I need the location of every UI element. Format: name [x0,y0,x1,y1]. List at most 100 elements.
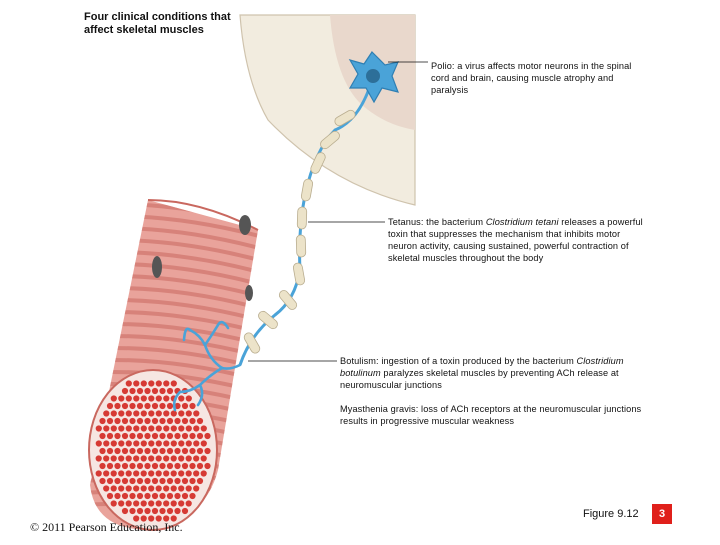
fiber-dot [121,417,129,425]
fiber-dot [106,417,114,425]
tetanus-text: Tetanus: the bacterium [388,217,486,227]
fiber-dot [133,455,140,462]
fiber-dot [181,492,189,500]
fiber-dot [136,387,144,395]
spinal-cord [239,14,416,206]
fiber-dot [148,410,155,417]
fiber-dot [170,470,177,477]
fiber-dot [163,380,170,387]
fiber-dot [140,425,147,432]
diagram-title: Four clinical conditions that affect ske… [84,11,231,36]
fiber-dot [148,440,155,447]
fiber-dot [159,507,166,515]
fiber-dot [181,507,189,515]
callout-botulism: Botulism: ingestion of a toxin produced … [340,355,660,391]
fiber-dot [133,485,140,492]
callout-leaders [248,61,428,362]
fiber-dot [174,492,181,500]
fiber-dot [144,447,151,455]
fiber-dot [99,417,106,425]
fiber-dot [125,500,132,507]
fiber-dot [148,395,155,402]
fiber-dot [174,402,181,410]
fiber-dot [95,455,102,462]
fiber-dot [193,485,200,492]
fiber-dot [133,380,140,387]
fiber-dot [163,455,170,462]
fiber-dot [129,507,136,515]
fiber-dot [178,425,185,432]
fiber-dot [189,462,196,470]
myelin-segment [310,152,326,174]
fiber-dot [166,447,174,455]
fiber-dot [151,507,159,515]
fiber-dot [110,395,117,402]
fiber-dot [118,410,125,417]
fiber-dot [151,402,159,410]
fiber-dot [174,462,181,470]
fiber-dot [200,455,207,462]
fiber-dot [118,425,125,432]
myelin-segment [258,310,278,330]
fiber-dot [99,462,106,470]
fiber-dot [121,492,129,500]
muscle-nucleus [239,215,251,235]
fiber-dot [118,395,125,402]
fiber-dot [159,447,166,455]
fiber-dot [144,402,151,410]
fiber-dot [103,485,110,492]
myelin-segment [296,206,308,230]
fiber-dot [193,455,200,462]
fiber-dot [151,432,159,440]
fiber-dot [106,447,114,455]
fiber-dot [155,485,162,492]
fiber-dot [136,492,144,500]
fiber-dot [121,402,129,410]
fiber-dot [155,455,162,462]
fiber-dot [140,485,147,492]
fiber-dot [95,470,102,477]
fiber-dot [103,470,110,477]
fiber-dot [118,470,125,477]
fiber-dot [110,440,117,447]
fiber-dot [155,500,162,507]
fiber-dot [148,380,155,387]
fiber-dot [151,492,159,500]
myelin-segment [292,262,306,286]
fiber-dot [174,507,181,515]
neuromuscular-junction [172,320,242,412]
fiber-dot [155,440,162,447]
fiber-dot [185,395,192,402]
fiber-dot [114,462,121,470]
fiber-dot [155,380,162,387]
fiber-dot [95,425,102,432]
fiber-dot [114,447,121,455]
motor-neuron-axon [238,79,374,366]
fiber-dot [193,425,200,432]
fiber-dot [200,470,207,477]
fiber-dot [155,395,162,402]
fiber-dot [144,417,151,425]
fiber-dot [170,380,177,387]
fiber-dot [106,402,114,410]
tetanus-species: Clostridium tetani [485,217,559,227]
fiber-dot [110,470,117,477]
fiber-dot [204,462,211,470]
tetanus-text-rest: releases a powerful toxin that suppresse… [388,217,643,263]
fiber-dot [129,492,136,500]
fiber-dot [114,492,121,500]
fiber-dot [118,440,125,447]
fiber-dot [129,417,136,425]
fiber-dot [166,417,174,425]
fiber-dot [155,515,162,522]
fiber-dot [193,440,200,447]
fiber-dot [144,462,151,470]
fiber-dot [178,410,185,417]
callout-polio: Polio: a virus affects motor neurons in … [431,61,632,95]
fiber-dot [185,425,192,432]
fiber-dot [110,455,117,462]
fiber-dot [144,432,151,440]
fiber-dot [140,440,147,447]
fiber-dot [151,447,159,455]
